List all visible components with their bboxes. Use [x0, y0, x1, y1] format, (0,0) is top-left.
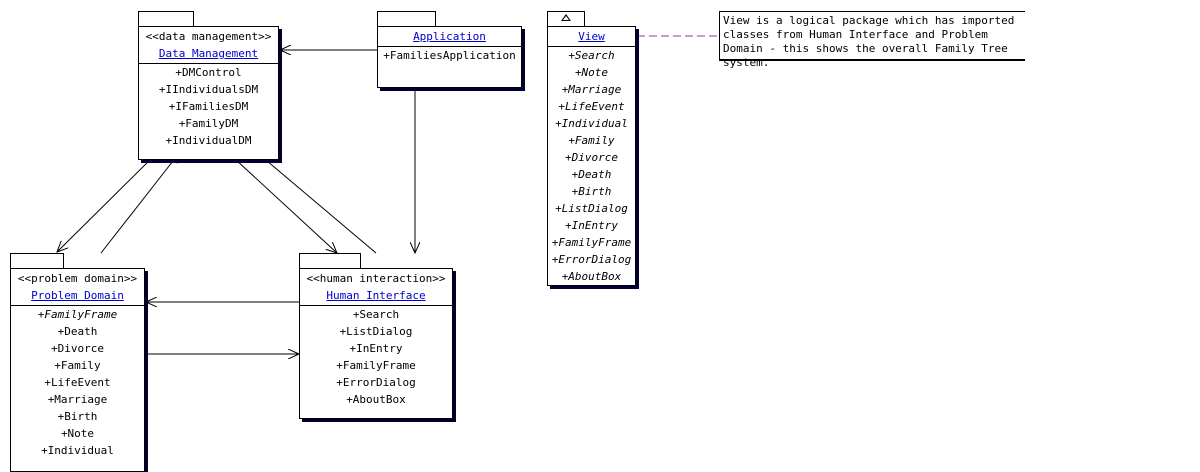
class-item: +LifeEvent — [558, 100, 625, 113]
note-box: View is a logical package which has impo… — [719, 11, 1025, 69]
package-application[interactable]: Application +FamiliesApplication — [377, 11, 525, 95]
package-name: View — [578, 30, 605, 43]
class-item: +Divorce — [565, 151, 618, 164]
class-item: +LifeEvent — [44, 376, 111, 389]
class-item: +Death — [571, 168, 612, 181]
class-item: +Note — [574, 66, 609, 79]
dep-dm-to-hi — [221, 146, 337, 253]
dep-pd-to-dm — [100, 152, 180, 254]
class-item: +ErrorDialog — [551, 253, 632, 266]
class-item: +Search — [568, 49, 615, 62]
package-tab — [299, 253, 361, 268]
class-item: +AboutBox — [346, 393, 406, 406]
package-name: Human Interface — [326, 289, 426, 302]
class-item: +Individual — [41, 444, 114, 457]
class-item: +Family — [568, 134, 615, 147]
class-item: +ListDialog — [555, 202, 628, 215]
package-problem-domain[interactable]: <<problem domain>> Problem Domain +Famil… — [10, 253, 148, 472]
class-item: +IndividualDM — [165, 134, 252, 147]
package-tab — [547, 11, 585, 26]
stereotype-label: <<problem domain>> — [17, 272, 138, 285]
class-item: +Divorce — [51, 342, 104, 355]
class-item: +ErrorDialog — [336, 376, 416, 389]
stereotype-label: <<data management>> — [145, 30, 272, 43]
class-item: +Death — [57, 325, 98, 338]
class-item: +FamilyFrame — [37, 308, 118, 321]
dep-dm-to-pd — [57, 146, 164, 252]
package-name: Problem Domain — [31, 289, 124, 302]
package-human-interface[interactable]: <<human interaction>> Human Interface +S… — [299, 253, 456, 419]
class-item: +Birth — [571, 185, 612, 198]
class-item: +Individual — [555, 117, 628, 130]
class-item: +FamilyFrame — [551, 236, 632, 249]
class-item: +ListDialog — [339, 325, 413, 338]
class-item: +Marriage — [47, 393, 108, 406]
class-item: +FamilyDM — [178, 117, 239, 130]
class-item: +FamiliesApplication — [383, 49, 516, 62]
class-item: +IIndividualsDM — [158, 83, 259, 96]
package-name: Data Management — [158, 47, 259, 60]
class-item: +FamilyFrame — [336, 359, 416, 372]
class-item: +Family — [54, 359, 101, 372]
package-data-management[interactable]: <<data management>> Data Management +DMC… — [138, 11, 282, 160]
package-view[interactable]: View +Search +Note +Marriage +LifeEvent … — [547, 11, 639, 289]
package-name: Application — [413, 30, 486, 43]
class-item: +InEntry — [565, 219, 618, 232]
class-item: +Birth — [57, 410, 98, 423]
class-item: +InEntry — [349, 342, 403, 355]
class-item: +AboutBox — [561, 270, 622, 283]
package-tab — [10, 253, 64, 268]
package-tab — [138, 11, 194, 26]
class-item: +DMControl — [175, 66, 242, 79]
class-item: +Search — [352, 308, 400, 321]
class-item: +Note — [60, 427, 95, 440]
class-item: +IFamiliesDM — [168, 100, 249, 113]
class-item: +Marriage — [561, 83, 622, 96]
stereotype-label: <<human interaction>> — [306, 272, 446, 285]
package-tab — [377, 11, 436, 26]
dep-hi-to-dm — [254, 150, 377, 254]
triangle-icon — [561, 14, 571, 21]
